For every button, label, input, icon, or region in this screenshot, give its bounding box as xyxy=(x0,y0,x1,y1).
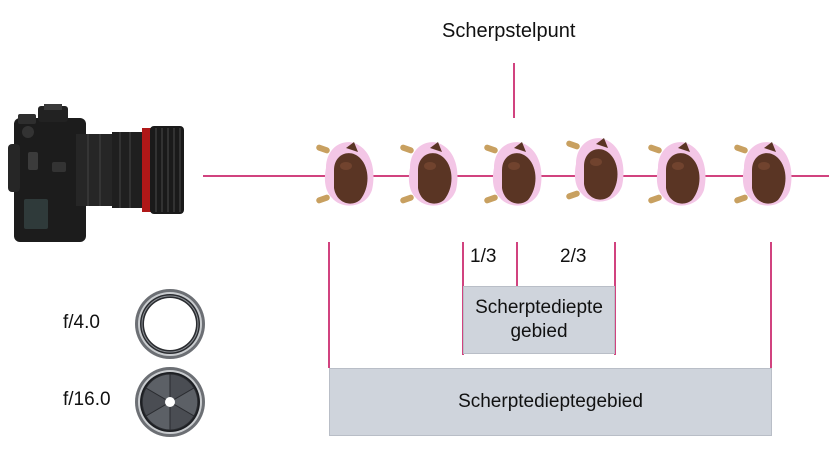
two-thirds-label: 2/3 xyxy=(560,246,587,267)
cake-icon xyxy=(734,142,792,206)
dof-small-area: Scherptediepte gebied xyxy=(463,286,615,354)
dof-small-label-line2: gebied xyxy=(510,321,568,342)
cake-icon xyxy=(484,142,542,206)
cake-icon xyxy=(400,142,458,206)
aperture-open-icon xyxy=(135,289,205,359)
dof-large-label: Scherptedieptegebied xyxy=(458,391,643,412)
one-third-label: 1/3 xyxy=(470,246,497,267)
aperture-closed-icon xyxy=(135,367,205,437)
cake-icon xyxy=(566,138,624,202)
cake-icon xyxy=(648,142,706,206)
camera-icon xyxy=(8,104,184,242)
aperture-narrow-label: f/16.0 xyxy=(63,389,111,410)
dof-large-area: Scherptedieptegebied xyxy=(329,368,772,436)
cake-icon xyxy=(316,142,374,206)
focus-point-title: Scherpstelpunt xyxy=(442,20,576,42)
aperture-wide-label: f/4.0 xyxy=(63,312,100,333)
dof-small-label-line1: Scherptediepte xyxy=(475,297,603,318)
